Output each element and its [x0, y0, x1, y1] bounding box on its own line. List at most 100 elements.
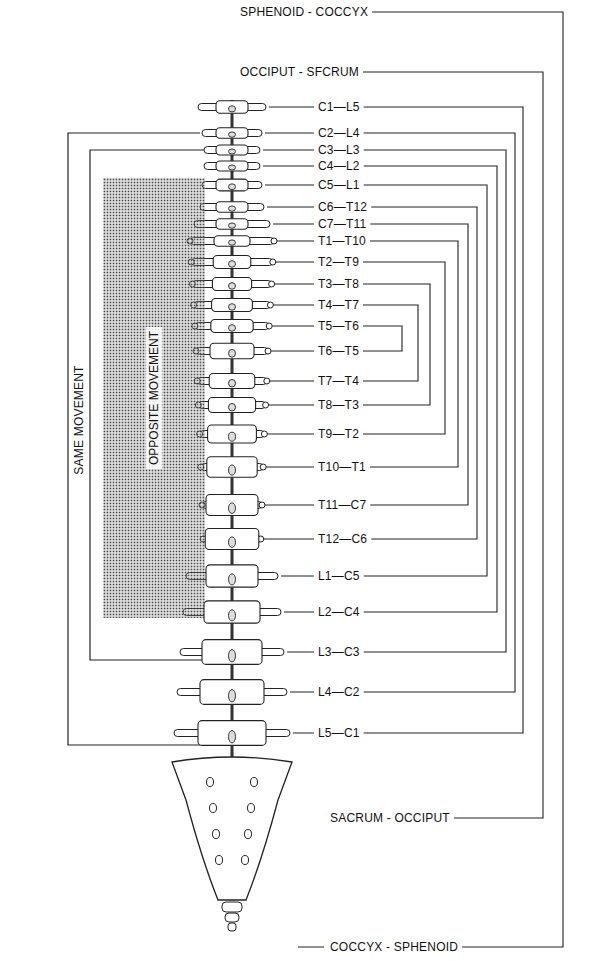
vertebra-pair-label: T11—C7 [318, 498, 366, 512]
vertebra-pair-label: L4—C2 [318, 685, 360, 699]
vertebra-pair-label: C5—L1 [318, 178, 360, 192]
leader-line [271, 351, 314, 352]
vertebra-body [206, 494, 258, 515]
leader-line [284, 612, 314, 613]
rib-facet [261, 431, 267, 437]
band-label: OPPOSITE MOVEMENT [146, 327, 162, 469]
spinous-process [229, 184, 236, 190]
vertebra-body [216, 179, 248, 191]
vertebra-pair-label: C2—L4 [318, 126, 360, 140]
leader-line [273, 305, 314, 306]
spinous-process [229, 283, 236, 290]
rib-facet [259, 502, 265, 508]
vertebra-body [205, 528, 259, 549]
coccyx-segment [225, 913, 239, 922]
vertebra-body [216, 101, 248, 113]
vertebra-pair-label: T7—T4 [318, 374, 359, 388]
leader-line [293, 733, 314, 734]
vertebra-body [216, 145, 248, 155]
vertebra-body [213, 255, 251, 268]
spinous-process [229, 537, 236, 548]
vertebra-pair-label: C3—L3 [318, 143, 360, 157]
sacral-foramen [207, 778, 214, 787]
vertebra-pair-label: T6—T5 [318, 344, 359, 358]
vertebra-body [208, 425, 257, 443]
vertebra-body [206, 565, 258, 587]
vertebra-pair-label: T10—T1 [318, 460, 366, 474]
spinous-process [229, 574, 236, 585]
vertebra-body [198, 721, 266, 746]
rib-facet [260, 464, 266, 470]
vertebra-pair-label: T5—T6 [318, 319, 359, 333]
sacral-foramen [248, 804, 255, 813]
vertebra-pair-bracket [364, 107, 523, 733]
vertebra-body [216, 128, 248, 139]
spinous-process [229, 610, 236, 621]
bone-pair-label: COCCYX - SPHENOID [330, 940, 458, 954]
vertebra-body [202, 640, 262, 665]
vertebra-pair-label: T4—T7 [318, 298, 359, 312]
vertebra-body [212, 277, 251, 290]
spinous-process [229, 404, 236, 411]
leader-line [263, 150, 314, 151]
spinous-process [229, 432, 236, 441]
vertebra-body [204, 601, 260, 623]
leader-line [290, 692, 314, 693]
spinous-process [229, 503, 236, 514]
vertebra-pair-label: L3—C3 [318, 645, 360, 659]
rib-facet [267, 302, 273, 308]
leader-line [273, 224, 314, 225]
vertebra-pair-label: T3—T8 [318, 277, 359, 291]
leader-line [269, 107, 314, 108]
spinous-process [229, 106, 236, 112]
vertebra-body [216, 202, 248, 213]
spinous-process [229, 650, 236, 662]
vertebra-pair-bracket [363, 262, 445, 434]
vertebra-pair-bracket [363, 305, 418, 381]
rib-facet [265, 348, 271, 354]
sacral-foramen [213, 830, 220, 839]
bracket-label: SAME MOVEMENT [72, 365, 86, 474]
sacral-foramen [242, 856, 249, 865]
spinous-process [229, 223, 236, 228]
rib-facet [269, 281, 275, 287]
spinous-process [229, 731, 236, 743]
bone-pair-label: SACRUM - OCCIPUT [330, 811, 450, 825]
vertebra-body [209, 374, 255, 389]
leader-line [272, 326, 314, 327]
vertebra-body [214, 236, 250, 247]
vertebra-pair-label: C4—L2 [318, 159, 360, 173]
leader-line [298, 947, 324, 948]
vertebra-pair-label: T1—T10 [318, 234, 366, 248]
vertebra-pair-label: L5—C1 [318, 726, 360, 740]
bone-pair-label: OCCIPUT - SFCRUM [240, 65, 359, 79]
bone-pair-label: SPHENOID - COCCYX [240, 5, 368, 19]
spinous-process [229, 349, 236, 357]
vertebra-body [208, 398, 255, 413]
leader-line [269, 405, 314, 406]
spinous-process [229, 380, 236, 387]
sacral-foramen [210, 804, 217, 813]
sacral-foramen [251, 778, 258, 787]
vertebra-pair-label: L1—C5 [318, 569, 360, 583]
vertebra-body [216, 161, 248, 171]
leader-line [287, 652, 314, 653]
vertebra-body [216, 219, 248, 230]
leader-line [266, 467, 314, 468]
cranial-pair-bracket [363, 72, 543, 818]
leader-line [267, 207, 314, 208]
vertebra-pair-bracket [364, 166, 497, 612]
sacral-foramen [245, 830, 252, 839]
cranial-pair-bracket [372, 12, 563, 947]
spinous-process [229, 690, 236, 702]
spinous-process [229, 465, 236, 475]
rib-facet [266, 323, 272, 329]
vertebra-pair-bracket [363, 326, 402, 351]
vertebra-pair-bracket [370, 224, 468, 505]
sacrum [172, 757, 292, 900]
vertebra-pair-label: T12—C6 [318, 532, 367, 546]
rib-facet [264, 378, 270, 384]
sacral-foramen [216, 856, 223, 865]
